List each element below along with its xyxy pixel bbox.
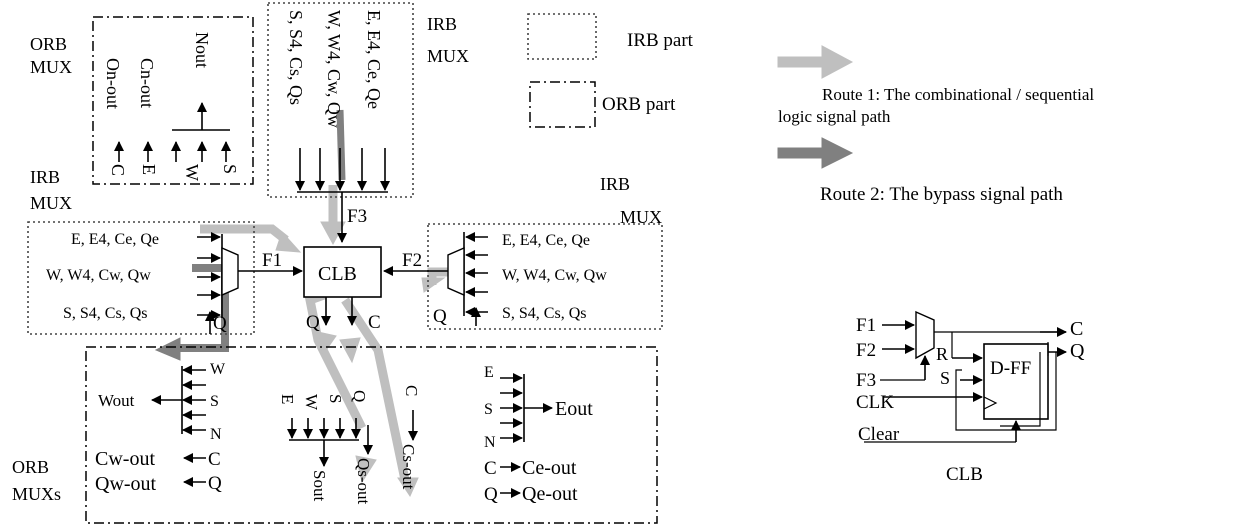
west-in-s: S [210,393,219,410]
top-irb-in-1: E, E4, Ce, Qe [364,10,384,109]
top-irb-out: F3 [347,206,367,227]
top-orb-in-1: C [108,164,128,176]
east-in-n: N [484,434,496,451]
left-irb-title-2: MUX [30,193,72,213]
right-irb-feedback: Q [433,306,447,327]
right-irb-in-3: S, S4, Cs, Qs [502,305,586,322]
ff-s-label: S [940,368,950,388]
top-irb-mux: IRB MUX S, S4, Cs, Qs W, W4, Cw, Qw E, E… [267,2,469,243]
clb-out-c: C [368,312,381,333]
clb-in-f1: F1 [856,315,876,336]
top-orb-in-4: S [220,164,240,174]
top-orb-out-2: Cn-out [137,58,157,108]
top-orb-title-1: ORB [30,34,67,54]
route1-path [200,185,460,498]
east-in-s: S [484,401,493,418]
qw-in: Q [208,473,222,494]
right-irb-in-2: W, W4, Cw, Qw [502,267,607,284]
right-irb-out: F2 [402,250,422,271]
clb-detail-out-q: Q [1070,340,1085,362]
left-irb-in-2: W, W4, Cw, Qw [46,267,151,284]
west-output: Wout [98,391,135,410]
legend-orb-label: ORB part [602,94,676,115]
top-orb-in-3: W [182,164,202,181]
top-orb-out-3: Nout [192,32,212,68]
top-irb-in-2: W, W4, Cw, Qw [324,10,344,128]
south-in-w: W [302,394,321,411]
left-irb-title-1: IRB [30,167,60,187]
top-irb-title-2: MUX [427,46,469,66]
bottom-orb-title-1: ORB [12,457,49,477]
bottom-orb-muxs: ORB MUXs Wout W S N C Cw-out Q Qw-out E … [12,346,658,524]
route1-legend-text-2: logic signal path [778,107,891,126]
top-irb-title-1: IRB [427,14,457,34]
west-in-w: W [210,361,226,378]
qw-out: Qw-out [95,473,157,495]
clb-in-clk: CLK [856,392,894,413]
left-irb-in-3: S, S4, Cs, Qs [63,305,147,322]
legend-irb-label: IRB part [627,30,694,51]
left-irb-feedback: Q [213,313,227,334]
right-irb-mux: IRB MUX Q E, E4, Ce, Qe W, W4, Cw, Qw S,… [383,174,663,330]
south-in-e: E [278,394,297,404]
bottom-orb-title-2: MUXs [12,484,61,504]
clb-in-f3: F3 [856,370,876,391]
west-in-n: N [210,426,222,443]
qs-output: Qs-out [354,458,373,505]
clb-in-clear: Clear [858,424,900,445]
clb-in-f2: F2 [856,340,876,361]
left-irb-in-1: E, E4, Ce, Qe [71,231,159,248]
legend-irb-swatch [527,13,597,60]
clb-detail-out-c: C [1070,318,1083,340]
qe-out: Qe-out [522,483,578,505]
top-orb-in-2: E [139,164,159,175]
right-irb-in-1: E, E4, Ce, Qe [502,232,590,249]
route2-path [154,109,346,361]
south-in-s: S [326,394,345,403]
legend: IRB part ORB part Route 1: The combinati… [527,13,1094,205]
right-irb-title-2: MUX [620,207,662,227]
right-irb-title-1: IRB [600,174,630,194]
top-orb-mux: ORB MUX On-out Cn-out Nout C E W S [30,16,254,185]
cw-in: C [208,449,221,470]
clb-detail-caption: CLB [946,464,983,485]
clb-block: CLB Q C [303,246,382,333]
south-output: Sout [310,470,329,501]
route1-legend-arrow [777,45,854,79]
legend-orb-swatch [529,81,596,128]
clb-label: CLB [318,263,357,285]
south-in-q: Q [350,390,369,402]
south-in-c: C [402,385,421,396]
route2-legend-text: Route 2: The bypass signal path [820,184,1063,205]
east-in-e: E [484,364,494,381]
east-output: Eout [555,398,593,420]
top-orb-out-1: On-out [103,58,123,109]
top-orb-title-2: MUX [30,57,72,77]
ff-label: D-FF [990,358,1031,379]
ff-r-label: R [936,344,948,364]
ce-out: Ce-out [522,457,577,479]
clb-detail: F1 F2 F3 CLK Clear C D-FF R S Q CLB [856,310,1085,485]
left-irb-mux: IRB MUX E, E4, Ce, Qe W, W4, Cw, Qw S, S… [27,167,303,335]
cw-out: Cw-out [95,448,155,470]
ce-in: C [484,458,497,479]
route2-legend-arrow [777,137,854,169]
top-irb-in-3: S, S4, Cs, Qs [286,10,306,105]
cs-output: Cs-out [399,444,418,490]
left-irb-out: F1 [262,250,282,271]
route1-legend-text: Route 1: The combinational / sequential [822,85,1094,104]
clb-out-q: Q [306,312,320,333]
qe-in: Q [484,484,498,505]
